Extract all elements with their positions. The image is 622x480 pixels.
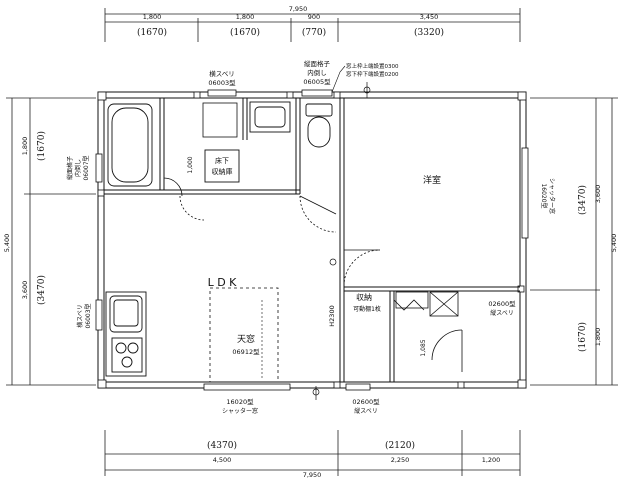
bathtub bbox=[107, 103, 153, 187]
h2300-label: H2300 bbox=[328, 305, 336, 326]
left-segment-1: 1,800 bbox=[21, 137, 29, 156]
bottom-hand-segment-1: (4370) bbox=[207, 440, 237, 451]
markers bbox=[312, 82, 371, 400]
toilet bbox=[305, 103, 333, 148]
underfloor-storage-box bbox=[204, 149, 240, 183]
storage-shelf bbox=[395, 291, 429, 309]
top-total-dimension: 7,950 bbox=[289, 5, 308, 13]
west-window-label-2: シャッター窓 bbox=[548, 178, 556, 214]
left-segment-2: 3,600 bbox=[21, 281, 29, 300]
bottom-segment-2: 2,250 bbox=[391, 456, 410, 464]
dim-1085: 1,085 bbox=[420, 339, 427, 356]
washbasin bbox=[249, 101, 291, 133]
toilet-window-label-3: 06005型 bbox=[303, 77, 331, 86]
underfloor-storage-label-2: 収納庫 bbox=[212, 167, 233, 176]
interior-walls bbox=[104, 98, 520, 382]
right-dimension-lines bbox=[530, 97, 618, 386]
bottom-door-label-1: 02600型 bbox=[352, 397, 380, 406]
right-window-label-1: 02600型 bbox=[488, 299, 516, 308]
top-segment-3: 900 bbox=[308, 13, 320, 21]
top-hand-segment-3: (770) bbox=[302, 27, 326, 38]
toilet-window-label-2: 内倒し bbox=[307, 68, 327, 77]
bottom-segment-3: 1,200 bbox=[482, 456, 501, 464]
skylight-model: 06912型 bbox=[232, 347, 260, 356]
right-total-dimension: 5,400 bbox=[610, 234, 618, 253]
skylight-title: 天窓 bbox=[237, 333, 255, 345]
western-room-label: 洋室 bbox=[423, 174, 441, 186]
left-window-label-1: 縦面格子 bbox=[66, 156, 74, 180]
left-window-label-3: 06007型 bbox=[82, 155, 90, 180]
ldk-label: L D K bbox=[208, 276, 238, 289]
bath-window-label-1: 横スベリ bbox=[209, 69, 235, 78]
bottom-hand-segment-2: (2120) bbox=[385, 440, 415, 451]
storage-label: 収納 bbox=[356, 292, 372, 302]
kitchen-window-label-1: 横スベリ bbox=[76, 304, 84, 328]
left-window-label-2: 内倒し bbox=[74, 159, 82, 177]
right-hand-segment-2: (1670) bbox=[577, 322, 588, 352]
sill-note-2: 窓下枠下端設置0200 bbox=[346, 70, 399, 78]
dim-1000: 1,000 bbox=[187, 156, 194, 173]
top-hand-segment-2: (1670) bbox=[230, 27, 260, 38]
left-hand-segment-1: (1670) bbox=[36, 131, 47, 161]
toilet-window-label-1: 縦面格子 bbox=[304, 59, 331, 68]
washer-area bbox=[202, 102, 238, 138]
bottom-dimension-lines bbox=[104, 430, 521, 476]
bottom-total-dimension: 7,950 bbox=[303, 471, 322, 479]
bottom-window-label-2: シャッター窓 bbox=[222, 407, 258, 415]
wall-posts bbox=[97, 91, 527, 389]
bottom-window-label-1: 16020型 bbox=[226, 397, 254, 406]
bottom-door-label-2: 縦スベリ bbox=[354, 407, 378, 415]
sill-note-leader bbox=[331, 65, 346, 93]
entrance-box bbox=[429, 291, 459, 317]
skylight-outline bbox=[209, 287, 279, 383]
right-hand-segment-1: (3470) bbox=[577, 185, 588, 215]
stove-icon bbox=[111, 337, 143, 373]
left-total-dimension: 5,400 bbox=[3, 234, 11, 253]
right-segment-2: 1,800 bbox=[594, 328, 602, 347]
kitchen-window-label-2: 06003型 bbox=[84, 303, 92, 328]
right-segment-1: 3,600 bbox=[594, 185, 602, 204]
top-hand-segment-1: (1670) bbox=[137, 27, 167, 38]
top-segment-2: 1,800 bbox=[236, 13, 255, 21]
top-segment-1: 1,800 bbox=[143, 13, 162, 21]
bath-window-label-2: 06003型 bbox=[208, 78, 236, 87]
doors bbox=[163, 177, 463, 372]
right-window-label-2: 縦スベリ bbox=[490, 309, 514, 317]
left-hand-segment-2: (3470) bbox=[36, 275, 47, 305]
sill-note-1: 窓上枠上端設置0300 bbox=[346, 62, 399, 70]
top-hand-segment-4: (3320) bbox=[414, 27, 444, 38]
windows bbox=[95, 89, 529, 391]
underfloor-storage-label-1: 床下 bbox=[215, 156, 229, 165]
bottom-segment-1: 4,500 bbox=[213, 456, 232, 464]
kitchen-counter bbox=[105, 291, 147, 377]
top-segment-4: 3,450 bbox=[420, 13, 439, 21]
left-dimension-lines bbox=[6, 97, 96, 386]
storage-note: 可動棚1枚 bbox=[353, 305, 381, 313]
top-dimension-lines bbox=[104, 8, 521, 42]
west-window-label-1: 16020型 bbox=[540, 183, 548, 208]
